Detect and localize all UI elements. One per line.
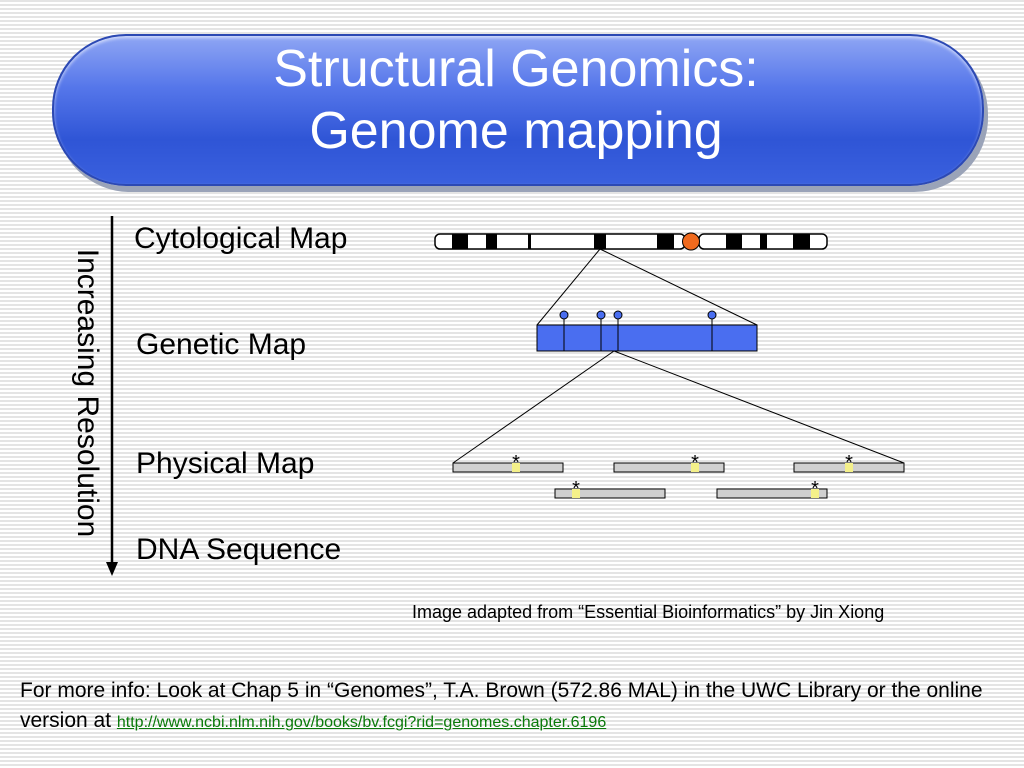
zoom-line	[452, 350, 615, 464]
clone-contig	[554, 488, 666, 499]
chromosome-band	[726, 234, 742, 249]
marker-highlight	[845, 463, 853, 472]
marker-highlight	[811, 489, 819, 498]
image-credit: Image adapted from “Essential Bioinforma…	[412, 602, 885, 622]
genetic-map-bar	[536, 324, 758, 352]
zoom-line	[536, 248, 601, 326]
chromosome-band	[452, 234, 468, 249]
title-line-2: Genome mapping	[309, 102, 723, 160]
marker-highlight	[572, 489, 580, 498]
zoom-line	[599, 248, 758, 326]
marker-highlight	[512, 463, 520, 472]
marker-star: *	[572, 478, 580, 500]
marker-star: *	[512, 452, 520, 474]
marker-highlight	[691, 463, 699, 472]
resolution-arrow-head	[106, 562, 118, 576]
genetic-marker	[707, 310, 717, 320]
chromosome-band	[486, 234, 497, 249]
page-title: Structural Genomics: Genome mapping	[52, 38, 980, 162]
physical-map: * * * * *	[452, 452, 905, 500]
genomes-book-link[interactable]: http://www.ncbi.nlm.nih.gov/books/bv.fcg…	[116, 714, 607, 731]
physical-map-label: Physical Map	[136, 447, 315, 480]
more-info-text: For more info: Look at Chap 5 in “Genome…	[20, 679, 983, 732]
genetic-marker	[559, 310, 569, 320]
genetic-map	[536, 310, 758, 352]
marker-star: *	[811, 478, 819, 500]
chromosome-arm-left	[434, 233, 686, 250]
dna-sequence-label: DNA Sequence	[136, 533, 342, 566]
chromosome-band	[528, 234, 531, 249]
clone-contig	[716, 488, 828, 499]
chromosome-band	[760, 234, 767, 249]
cytological-map-label: Cytological Map	[134, 222, 348, 255]
centromere	[682, 232, 700, 251]
genetic-marker	[613, 310, 623, 320]
title-line-1: Structural Genomics:	[273, 40, 759, 98]
clone-contig	[613, 462, 725, 473]
marker-star: *	[691, 452, 699, 474]
more-info: For more info: Look at Chap 5 in “Genome…	[20, 676, 1010, 738]
chromosome-band	[657, 234, 674, 249]
genetic-marker	[596, 310, 606, 320]
marker-star: *	[845, 452, 853, 474]
clone-contig	[452, 462, 564, 473]
chromosome-band	[793, 234, 810, 249]
chromosome	[434, 232, 828, 251]
chromosome-band	[594, 234, 606, 249]
title-banner	[52, 34, 984, 186]
zoom-line	[613, 350, 905, 464]
genetic-map-label: Genetic Map	[136, 328, 307, 361]
